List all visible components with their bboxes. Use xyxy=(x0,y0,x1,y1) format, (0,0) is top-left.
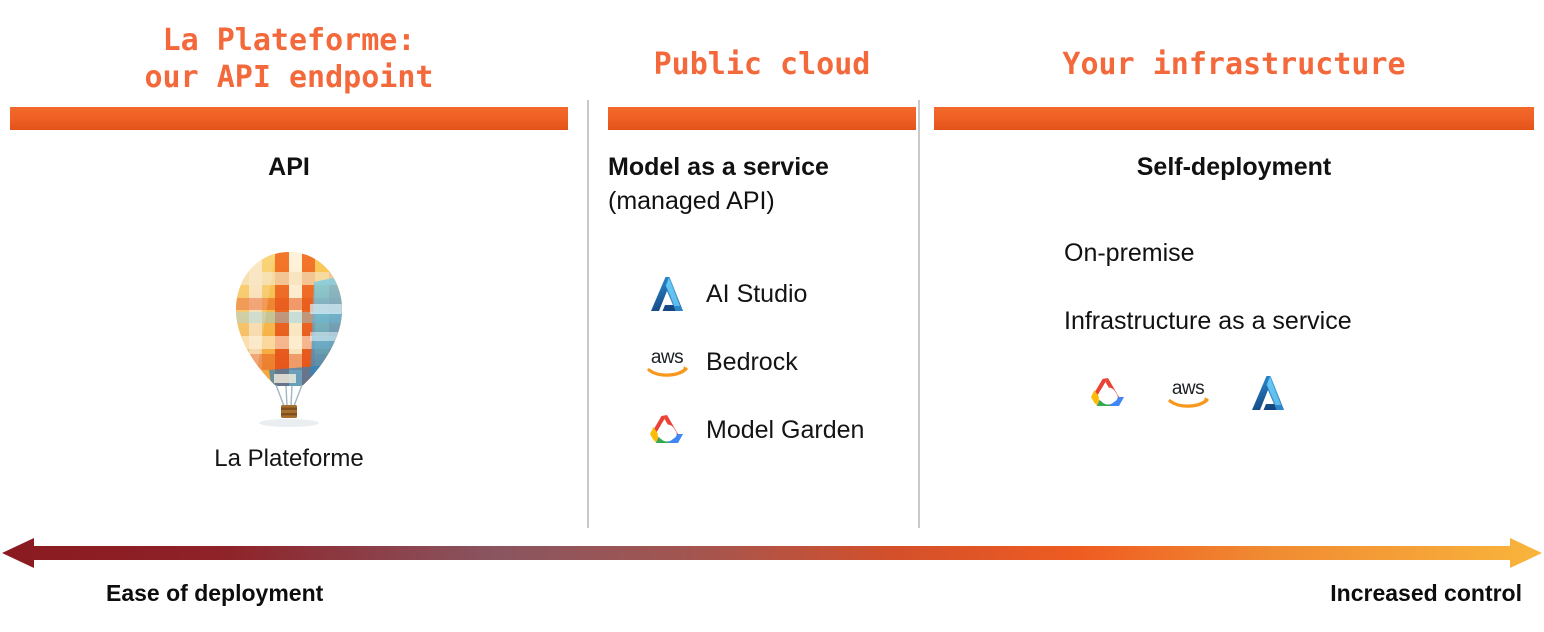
column-title-la-plateforme: La Plateforme: our API endpoint xyxy=(144,23,434,95)
column-bar-your-infrastructure xyxy=(934,107,1534,130)
google-cloud-logo-icon xyxy=(644,409,690,451)
aws-logo-icon: aws xyxy=(1164,372,1212,414)
provider-label-model-garden: Model Garden xyxy=(706,415,865,444)
hot-air-balloon-icon xyxy=(236,252,342,427)
provider-label-bedrock: Bedrock xyxy=(706,347,798,376)
axis-label-increased-control: Increased control xyxy=(1330,580,1522,606)
option-on-premise: On-premise xyxy=(1064,239,1195,267)
option-infrastructure-as-a-service: Infrastructure as a service xyxy=(1064,307,1352,335)
column-bar-la-plateforme xyxy=(10,107,568,130)
provider-list: AI Studio aws Bedrock xyxy=(608,270,916,454)
azure-logo-icon xyxy=(1244,372,1292,414)
column-divider-1 xyxy=(587,100,589,528)
column-3-heading: Self-deployment xyxy=(1136,153,1332,181)
svg-text:aws: aws xyxy=(651,347,683,368)
azure-logo-icon xyxy=(644,273,690,315)
column-2-subheading: (managed API) xyxy=(608,187,775,215)
column-divider-2 xyxy=(918,100,920,528)
column-2-heading: Model as a service xyxy=(608,153,829,181)
column-la-plateforme: API xyxy=(10,150,568,473)
column-public-cloud: Model as a service (managed API) xyxy=(608,150,916,474)
provider-row-model-garden[interactable]: Model Garden xyxy=(644,406,916,454)
self-deployment-logo-row: aws xyxy=(934,372,1534,414)
google-cloud-logo-icon xyxy=(1084,372,1132,414)
self-deployment-options: On-premise Infrastructure as a service xyxy=(934,236,1534,338)
svg-text:aws: aws xyxy=(1172,378,1204,399)
column-title-public-cloud: Public cloud xyxy=(653,47,871,82)
column-1-heading: API xyxy=(268,153,310,181)
provider-label-ai-studio: AI Studio xyxy=(706,279,808,308)
provider-row-ai-studio[interactable]: AI Studio xyxy=(644,270,916,318)
column-title-your-infrastructure: Your infrastructure xyxy=(1062,47,1406,82)
provider-row-bedrock[interactable]: aws Bedrock xyxy=(644,338,916,386)
hot-air-balloon-image-wrap xyxy=(10,246,568,431)
deployment-control-axis-arrow xyxy=(2,538,1542,568)
column-1-caption: La Plateforme xyxy=(214,445,364,472)
axis-label-ease-of-deployment: Ease of deployment xyxy=(106,580,324,606)
aws-logo-icon: aws xyxy=(644,341,690,383)
column-your-infrastructure: Self-deployment On-premise Infrastructur… xyxy=(934,150,1534,414)
column-bar-public-cloud xyxy=(608,107,916,130)
